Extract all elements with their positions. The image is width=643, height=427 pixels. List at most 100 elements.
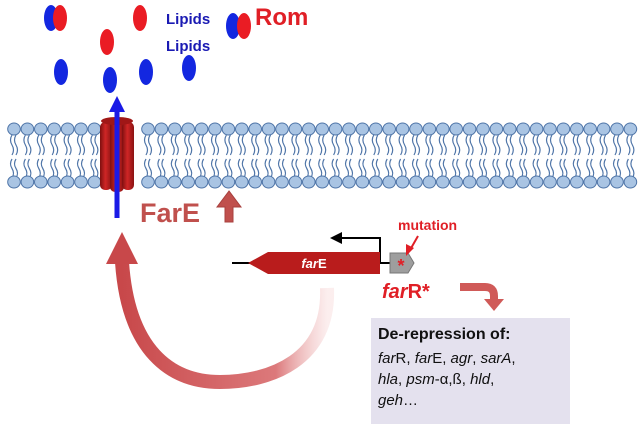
phospholipid-head <box>288 122 303 136</box>
lipid-export-arrow <box>109 96 125 218</box>
phospholipid-head <box>342 122 356 136</box>
phospholipid-head <box>7 175 21 189</box>
phospholipid-head <box>610 122 624 136</box>
derepression-gene-list: farR, farE, agr, sarA,hla, psm-α,ß, hld,… <box>378 350 516 409</box>
phospholipid-head <box>369 175 383 189</box>
phospholipid-head <box>489 175 504 189</box>
phospholipid-head <box>181 175 195 189</box>
phospholipid-head <box>570 122 584 136</box>
rom-molecule <box>237 13 251 39</box>
rom-molecule <box>133 5 147 31</box>
phospholipid-head <box>503 122 517 136</box>
phospholipid-head <box>208 175 222 189</box>
phospholipid-head <box>623 122 638 136</box>
farr-gene-mutated <box>389 252 415 274</box>
phospholipid-head <box>235 122 249 136</box>
feedback-curved-arrow <box>106 232 335 390</box>
lipids-label-bottom: Lipids <box>166 38 210 55</box>
phospholipid-head <box>208 122 222 136</box>
derepression-box: De-repression of: farR, farE, agr, sarA,… <box>371 318 570 424</box>
phospholipid-head <box>87 122 102 136</box>
gene-locus: farE * <box>232 232 415 276</box>
phospholipid-head <box>288 175 303 189</box>
phospholipid-head <box>409 122 423 136</box>
phospholipid-head <box>315 175 330 189</box>
fare-channel <box>100 117 134 192</box>
phospholipid-head <box>248 175 262 189</box>
rom-label: Rom <box>255 4 308 31</box>
phospholipid-head <box>20 175 35 189</box>
phospholipid-head <box>47 175 62 189</box>
mutation-label: mutation <box>398 217 457 233</box>
phospholipid-head <box>556 175 571 189</box>
phospholipid-head <box>395 122 410 136</box>
phospholipid-head <box>436 122 450 136</box>
phospholipid-head <box>449 122 464 136</box>
phospholipid-head <box>34 122 48 136</box>
lipid-molecule <box>54 59 68 85</box>
farr-label: farR* <box>382 281 430 303</box>
phospholipid-head <box>194 122 209 136</box>
phospholipid-head <box>328 175 343 189</box>
phospholipid-head <box>449 175 464 189</box>
upregulation-arrow <box>216 190 242 223</box>
phospholipid-head <box>422 175 437 189</box>
mutation-star: * <box>397 256 404 276</box>
bent-arrow-to-box <box>460 283 504 311</box>
phospholipid-head <box>235 175 249 189</box>
phospholipid-head <box>382 122 397 136</box>
phospholipid-head <box>275 122 289 136</box>
phospholipid-head <box>181 122 195 136</box>
rom-molecule <box>100 29 114 55</box>
phospholipid-head <box>382 175 397 189</box>
phospholipid-head <box>87 175 102 189</box>
phospholipid-head <box>261 175 276 189</box>
lipid-molecule <box>103 67 117 93</box>
phospholipid-head <box>355 175 370 189</box>
fare-gene <box>248 252 380 274</box>
phospholipid-head <box>543 175 557 189</box>
phospholipid-head <box>570 175 584 189</box>
phospholipid-head <box>154 122 169 136</box>
phospholipid-head <box>141 122 155 136</box>
phospholipid-head <box>516 175 531 189</box>
phospholipid-head <box>302 122 316 136</box>
lipids-label-top: Lipids <box>166 11 210 28</box>
phospholipid-head <box>302 175 316 189</box>
phospholipid-head <box>610 175 624 189</box>
phospholipid-head <box>543 122 557 136</box>
derepression-title: De-repression of: <box>378 326 510 343</box>
phospholipid-head <box>596 175 611 189</box>
lipid-bilayer-membrane <box>7 122 638 189</box>
phospholipid-head <box>529 175 544 189</box>
phospholipid-head <box>34 175 48 189</box>
phospholipid-head <box>409 175 423 189</box>
phospholipid-head <box>342 175 356 189</box>
phospholipid-head <box>422 122 437 136</box>
lipid-molecule <box>139 59 153 85</box>
phospholipid-head <box>489 122 504 136</box>
fare-label: FarE <box>140 198 200 228</box>
phospholipid-head <box>194 175 209 189</box>
phospholipid-head <box>503 175 517 189</box>
phospholipid-head <box>221 122 236 136</box>
phospholipid-head <box>355 122 370 136</box>
mutation-arrow <box>406 235 419 256</box>
phospholipid-head <box>556 122 571 136</box>
phospholipid-head <box>47 122 62 136</box>
phospholipid-head <box>60 122 75 136</box>
phospholipid-head <box>583 122 598 136</box>
phospholipid-head <box>596 122 611 136</box>
phospholipid-head <box>369 122 383 136</box>
lipid-molecule <box>182 55 196 81</box>
phospholipid-head <box>141 175 155 189</box>
phospholipid-head <box>60 175 75 189</box>
phospholipid-head <box>623 175 638 189</box>
phospholipid-head <box>7 122 21 136</box>
phospholipid-head <box>275 175 289 189</box>
fare-gene-label: farE <box>301 256 327 271</box>
phospholipid-head <box>529 122 544 136</box>
phospholipid-head <box>168 175 182 189</box>
rom-molecule <box>53 5 67 31</box>
